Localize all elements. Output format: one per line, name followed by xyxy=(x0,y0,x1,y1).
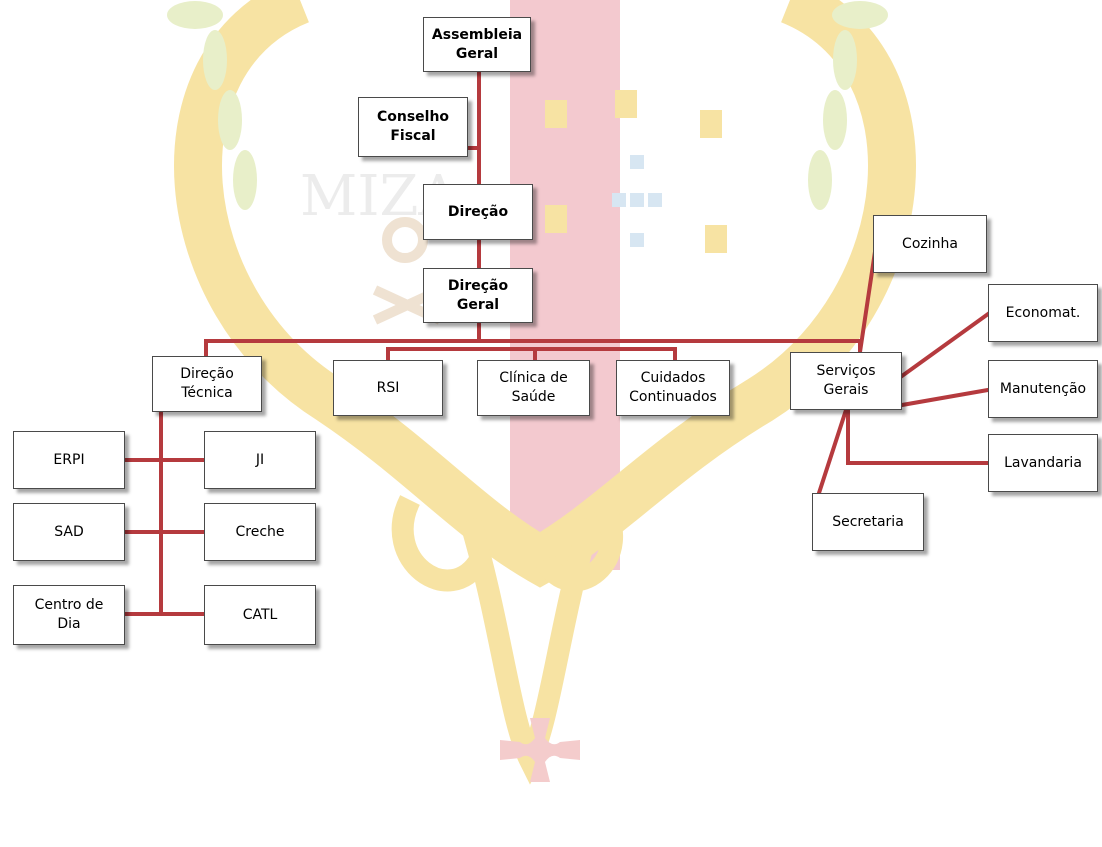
watermark-castles xyxy=(545,90,727,253)
node-erpi: ERPI xyxy=(13,431,125,489)
node-economat: Economat. xyxy=(988,284,1098,342)
watermark-left-leaves xyxy=(167,1,257,210)
node-ji: JI xyxy=(204,431,316,489)
node-direcao-geral: Direção Geral xyxy=(423,268,533,323)
node-catl: CATL xyxy=(204,585,316,645)
link-servicos-secretaria xyxy=(816,407,849,496)
node-assembleia-geral: Assembleia Geral xyxy=(423,17,531,72)
node-lavandaria: Lavandaria xyxy=(988,434,1098,492)
watermark-quinas xyxy=(612,155,662,247)
watermark-scroll-ornament xyxy=(391,493,624,785)
link-servicos-manutencao xyxy=(899,387,991,408)
node-secretaria: Secretaria xyxy=(812,493,924,551)
node-creche: Creche xyxy=(204,503,316,561)
watermark-right-leaves xyxy=(808,1,888,210)
node-manutencao: Manutenção xyxy=(988,360,1098,418)
node-conselho-fiscal: Conselho Fiscal xyxy=(358,97,468,157)
node-centro-dia: Centro de Dia xyxy=(13,585,125,645)
watermark-cross xyxy=(500,718,580,782)
node-sad: SAD xyxy=(13,503,125,561)
node-cuidados-continuados: Cuidados Continuados xyxy=(616,360,730,416)
node-direcao: Direção xyxy=(423,184,533,240)
node-clinica-saude: Clínica de Saúde xyxy=(477,360,590,416)
node-rsi: RSI xyxy=(333,360,443,416)
node-direcao-tecnica: Direção Técnica xyxy=(152,356,262,412)
link-servicos-economat xyxy=(899,311,991,379)
node-servicos-gerais: Serviços Gerais xyxy=(790,352,902,410)
node-cozinha: Cozinha xyxy=(873,215,987,273)
